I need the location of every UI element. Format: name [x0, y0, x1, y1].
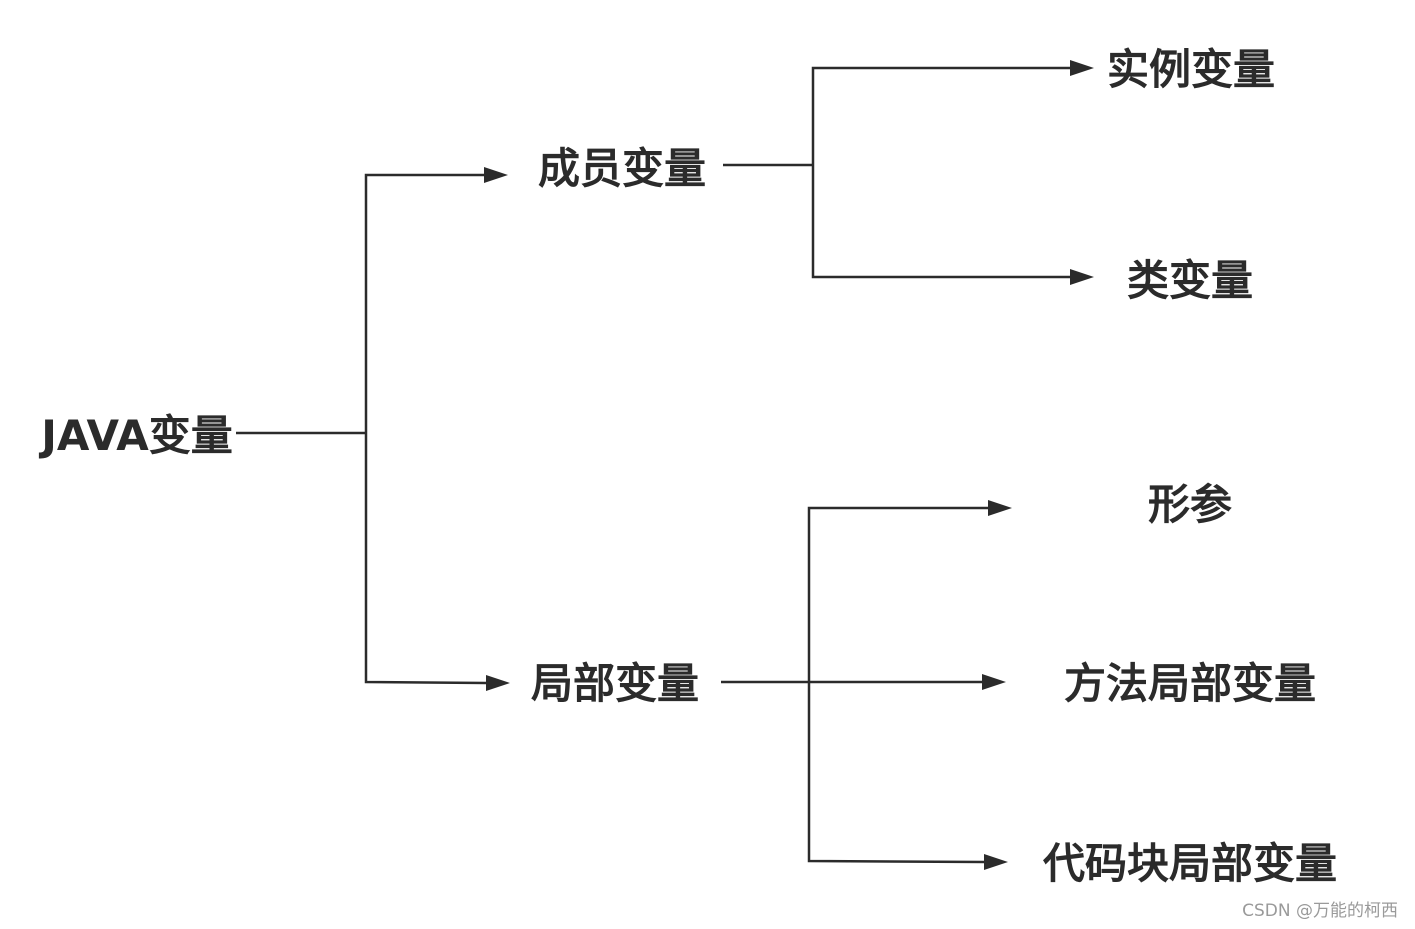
node-root: JAVA变量: [38, 411, 232, 460]
connectors: [236, 60, 1094, 870]
edge-local-to-block-local: [807, 682, 985, 864]
arrowhead-class-variables: [1070, 269, 1094, 285]
edge-local-to-parameters: [807, 506, 988, 682]
arrowhead-local-variables: [486, 675, 510, 691]
node-block-local-variables: 代码块局部变量: [1042, 839, 1337, 888]
arrowhead-block-local: [984, 854, 1008, 870]
edge-member-to-class-variables: [811, 165, 1070, 279]
node-labels: JAVA变量 成员变量 局部变量 实例变量 类变量 形参 方法局部变量 代码块局…: [38, 45, 1337, 888]
arrowhead-member-variables: [484, 167, 508, 183]
edge-root-to-local-variables: [364, 433, 487, 685]
node-local-variables: 局部变量: [531, 659, 699, 708]
node-class-variables: 类变量: [1127, 256, 1253, 305]
node-method-local-variables: 方法局部变量: [1064, 659, 1316, 708]
arrowhead-method-local: [982, 674, 1006, 690]
node-member-variables: 成员变量: [538, 144, 706, 193]
edge-root-to-member-variables: [364, 173, 484, 433]
edge-member-to-instance-variables: [811, 66, 1070, 165]
arrowhead-parameters: [988, 500, 1012, 516]
watermark-text: CSDN @万能的柯西: [1242, 901, 1398, 921]
arrowhead-instance-variables: [1070, 60, 1094, 76]
node-instance-variables: 实例变量: [1107, 45, 1275, 94]
node-parameters: 形参: [1148, 480, 1232, 529]
